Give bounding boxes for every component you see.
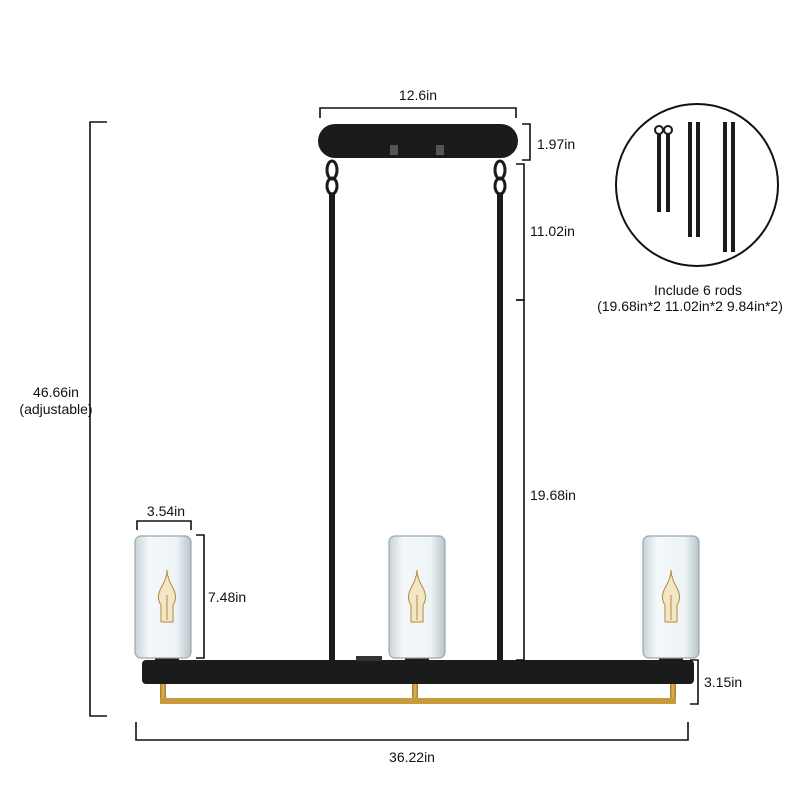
dim-bar-height: 3.15in bbox=[690, 659, 742, 705]
overall-height-label: 46.66in bbox=[33, 384, 79, 400]
dim-overall-height: 46.66in (adjustable) bbox=[19, 121, 107, 717]
dim-canopy-height: 1.97in bbox=[522, 123, 575, 161]
dim-shade-height: 7.48in bbox=[196, 534, 246, 659]
light-center bbox=[388, 535, 446, 662]
dim-top-rod: 11.02in bbox=[516, 163, 575, 301]
canopy-height-label: 1.97in bbox=[537, 136, 575, 152]
canopy bbox=[318, 124, 518, 196]
canopy-width-label: 12.6in bbox=[399, 87, 437, 103]
long-rod-label: 19.68in bbox=[530, 487, 576, 503]
fixture-bar bbox=[142, 656, 694, 704]
overall-height-note: (adjustable) bbox=[19, 401, 92, 417]
dim-canopy-width: 12.6in bbox=[319, 87, 517, 118]
rods-note-title: Include 6 rods bbox=[654, 282, 742, 298]
dim-overall-width: 36.22in bbox=[135, 722, 689, 765]
light-left bbox=[134, 535, 192, 662]
shade-height-label: 7.48in bbox=[208, 589, 246, 605]
bar-height-label: 3.15in bbox=[704, 674, 742, 690]
dim-shade-width: 3.54in bbox=[136, 503, 192, 530]
shade-width-label: 3.54in bbox=[147, 503, 185, 519]
rods-inset bbox=[615, 103, 779, 267]
light-right bbox=[642, 535, 700, 662]
rods-note-detail: (19.68in*2 11.02in*2 9.84in*2) bbox=[597, 298, 783, 314]
top-rod-label: 11.02in bbox=[530, 223, 575, 239]
suspension-rods bbox=[329, 194, 503, 662]
overall-width-label: 36.22in bbox=[389, 749, 435, 765]
dim-long-rod: 19.68in bbox=[516, 299, 576, 661]
